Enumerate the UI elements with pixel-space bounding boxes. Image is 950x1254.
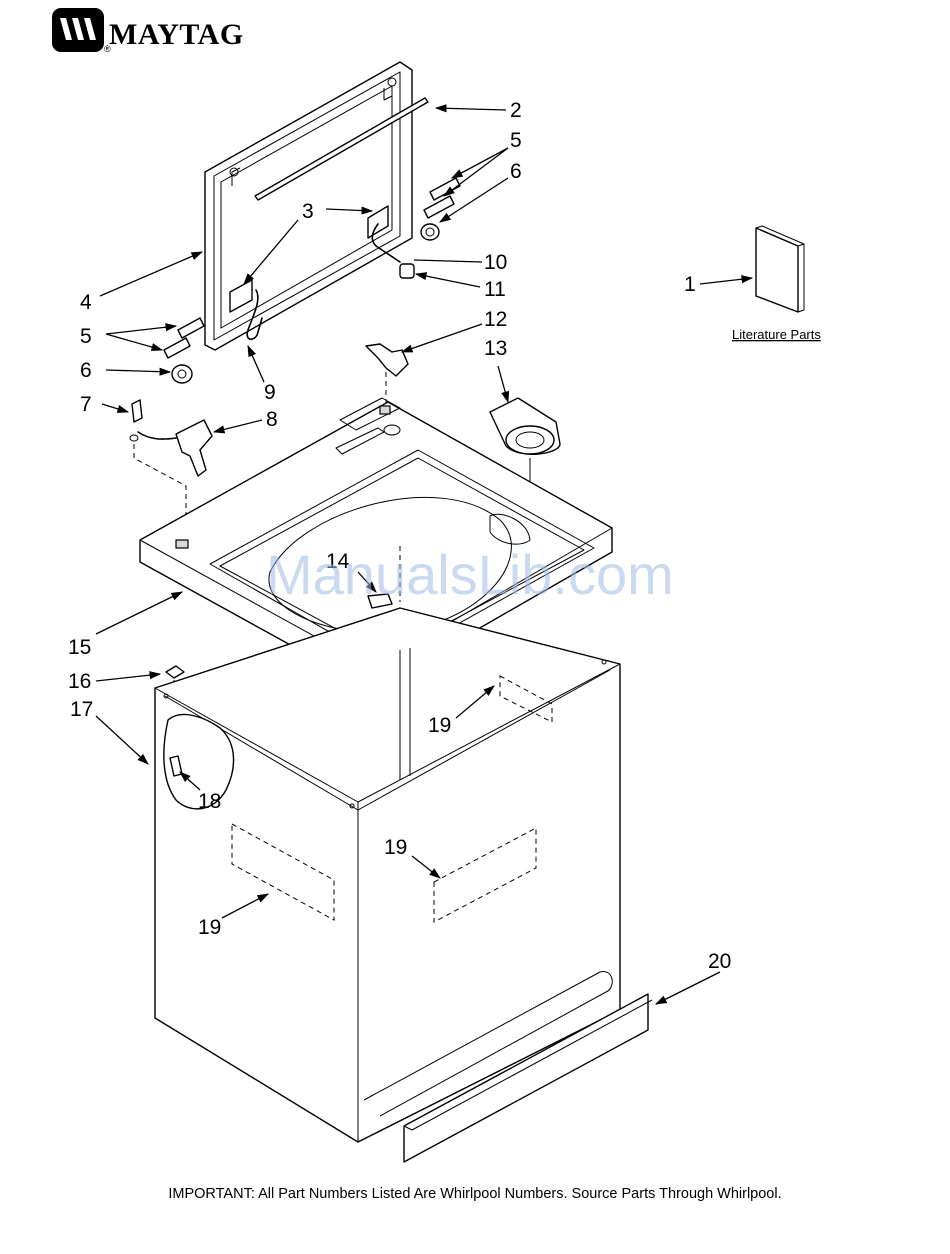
callout-6: 6 <box>80 359 92 382</box>
callout-20: 20 <box>708 950 731 973</box>
callout-10: 10 <box>484 251 507 274</box>
dispenser-cup <box>490 398 560 454</box>
callout-19: 19 <box>428 714 451 737</box>
callout-9: 9 <box>264 381 276 404</box>
callout-11: 11 <box>484 278 506 301</box>
callout-19: 19 <box>384 836 407 859</box>
spacer-icon <box>400 264 414 278</box>
literature-parts: Literature Parts <box>732 226 821 342</box>
callout-15: 15 <box>68 636 91 659</box>
callout-8: 8 <box>266 408 278 431</box>
literature-label: Literature Parts <box>732 327 821 342</box>
callout-4: 4 <box>80 291 92 314</box>
callout-1: 1 <box>684 273 696 296</box>
callout-16: 16 <box>68 670 91 693</box>
registered-mark: ® <box>104 44 111 54</box>
callout-5: 5 <box>510 129 522 152</box>
callout-3: 3 <box>302 200 314 223</box>
lid-assembly <box>205 62 428 350</box>
maytag-logo: MAYTAG ® <box>52 8 244 54</box>
callout-13: 13 <box>484 337 507 360</box>
brand-name: MAYTAG <box>109 18 244 51</box>
callout-6: 6 <box>510 160 522 183</box>
callout-19: 19 <box>198 916 221 939</box>
lid-clip <box>366 344 408 376</box>
clip-icon <box>166 666 184 678</box>
watermark: ManualsLib.com <box>266 543 674 606</box>
callout-18: 18 <box>198 790 221 813</box>
callout-12: 12 <box>484 308 507 331</box>
callout-2: 2 <box>510 99 522 122</box>
callout-7: 7 <box>80 393 92 416</box>
footer-note: IMPORTANT: All Part Numbers Listed Are W… <box>168 1186 781 1202</box>
callout-5: 5 <box>80 325 92 348</box>
callout-17: 17 <box>70 698 93 721</box>
